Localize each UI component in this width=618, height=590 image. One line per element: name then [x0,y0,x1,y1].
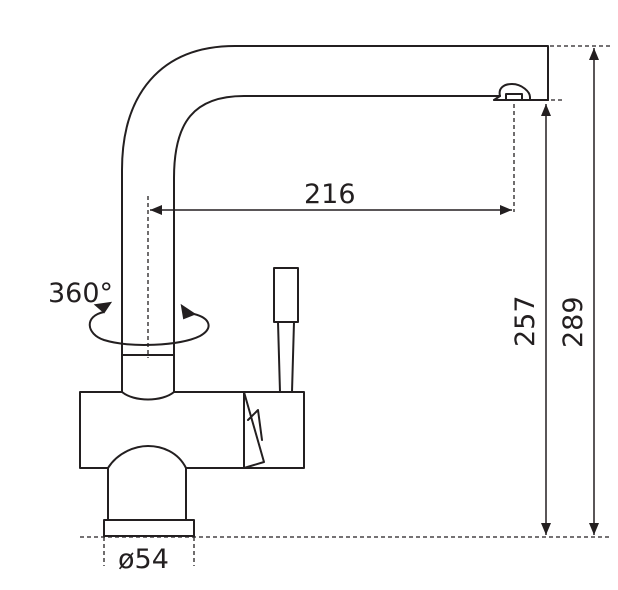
lever-housing [243,391,305,469]
dimension-label-360: 360° [48,278,114,309]
dimension-label-257: 257 [510,295,541,347]
base-plate [103,519,195,537]
dimension-label-289: 289 [558,296,589,348]
aerator [498,83,549,101]
faucet-body [79,391,245,469]
base-column [107,467,187,521]
lever-knob [273,267,299,323]
dimension-label-diameter: ø54 [118,544,169,575]
spout-outer-edge [121,45,549,356]
lever-stem [277,321,295,393]
rotation-arrow [88,301,210,346]
dimension-label-216: 216 [304,179,356,210]
spout-inner-edge [173,95,501,356]
